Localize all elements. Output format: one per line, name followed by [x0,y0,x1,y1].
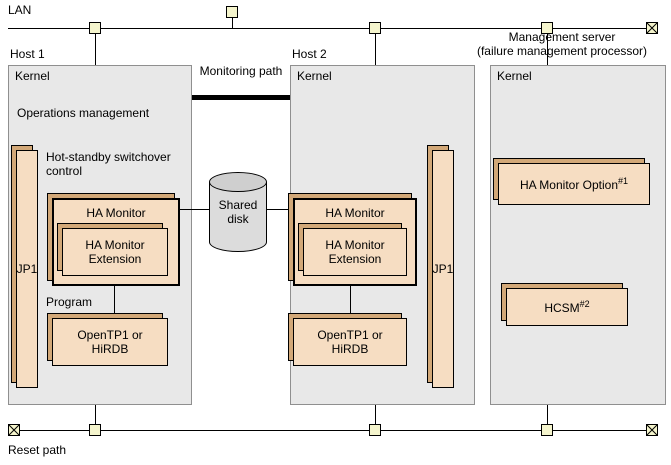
host2-kernel-label: Kernel [297,69,332,83]
host1-ha-monitor-box: HA Monitor HA Monitor Extension [47,193,180,286]
box-face: HA Monitor Extension [303,228,407,276]
mgmt-ha-option-label: HA Monitor Option#1 [520,176,628,192]
mgmt-ha-option-box: HA Monitor Option#1 [493,158,650,205]
lan-stub-connector [232,18,233,28]
network-node [369,424,381,436]
host2-jp1-box: JP1 [427,145,454,388]
host1-ha-monitor-label: HA Monitor [86,206,146,220]
host1-ha-to-program-connector [114,286,115,318]
reset-path-label: Reset path [8,443,67,457]
host2-ha-to-program-connector [350,286,351,318]
lan-line [8,28,658,29]
host1-opentp1-box: OpenTP1 or HiRDB [47,313,168,366]
mgmt-hcsm-text: HCSM [544,301,580,315]
network-node [369,22,381,34]
mgmt-box: Kernel [490,65,666,405]
host1-to-reset-connector [95,405,96,424]
cylinder-top [209,172,267,192]
box-face: HA Monitor Option#1 [498,163,650,205]
host2-ha-monitor-label: HA Monitor [325,206,385,220]
mgmt-ha-option-text: HA Monitor Option [519,178,619,192]
shared-disk-cylinder: Shared disk [209,172,267,252]
box-face: JP1 [432,150,454,388]
network-node [89,424,101,436]
box-face: OpenTP1 or HiRDB [293,318,407,366]
box-face: JP1 [16,150,38,388]
lan-label: LAN [8,3,32,17]
host1-program-label: Program [46,295,93,309]
terminator-icon [646,424,658,436]
host1-opentp1-label: OpenTP1 or HiRDB [77,328,143,356]
lan-to-mgmt-connector [547,34,548,65]
host1-ops-mgmt-label: Operations management [17,106,150,120]
host2-opentp1-box: OpenTP1 or HiRDB [288,313,407,366]
host2-title: Host 2 [292,47,327,61]
mgmt-hcsm-footnote: #2 [579,299,590,309]
mgmt-title-line1: Management server [508,30,616,44]
host1-ha-extension-label: HA Monitor Extension [85,238,145,266]
box-face: HCSM#2 [506,288,628,326]
mgmt-title: Management server (failure management pr… [458,30,666,58]
host1-hot-standby-label: Hot-standby switchover control [46,150,171,178]
mgmt-ha-option-footnote: #1 [618,176,629,186]
mgmt-to-reset-connector [547,405,548,424]
terminator-icon [646,22,658,34]
reset-path-line [8,430,658,431]
network-node [89,22,101,34]
shared-disk-label: Shared disk [218,198,258,226]
box-face: OpenTP1 or HiRDB [52,318,168,366]
host2-opentp1-label: OpenTP1 or HiRDB [317,328,383,356]
mgmt-hcsm-box: HCSM#2 [501,283,628,326]
network-node [541,22,553,34]
network-node [226,6,238,18]
host2-ha-extension-box: HA Monitor Extension [298,223,407,276]
host2-ha-extension-label: HA Monitor Extension [325,238,385,266]
mgmt-hcsm-label: HCSM#2 [544,299,589,315]
monitoring-path-line [192,95,290,100]
mgmt-title-line2: (failure management processor) [476,44,648,58]
monitoring-path-label: Monitoring path [199,64,283,78]
host1-jp1-label: JP1 [16,262,38,276]
terminator-icon [8,424,20,436]
mgmt-kernel-label: Kernel [497,69,532,83]
host2-ha-monitor-box: HA Monitor HA Monitor Extension [288,193,417,286]
host1-ha-extension-box: HA Monitor Extension [57,223,168,276]
lan-to-host1-connector [95,34,96,65]
host1-title: Host 1 [10,47,45,61]
host1-jp1-box: JP1 [11,145,38,388]
lan-to-host2-connector [375,34,376,65]
cylinder-body [209,182,267,242]
network-node [541,424,553,436]
host2-to-reset-connector [375,405,376,424]
box-face: HA Monitor Extension [62,228,168,276]
host2-jp1-label: JP1 [432,262,454,276]
host1-kernel-label: Kernel [15,69,50,83]
